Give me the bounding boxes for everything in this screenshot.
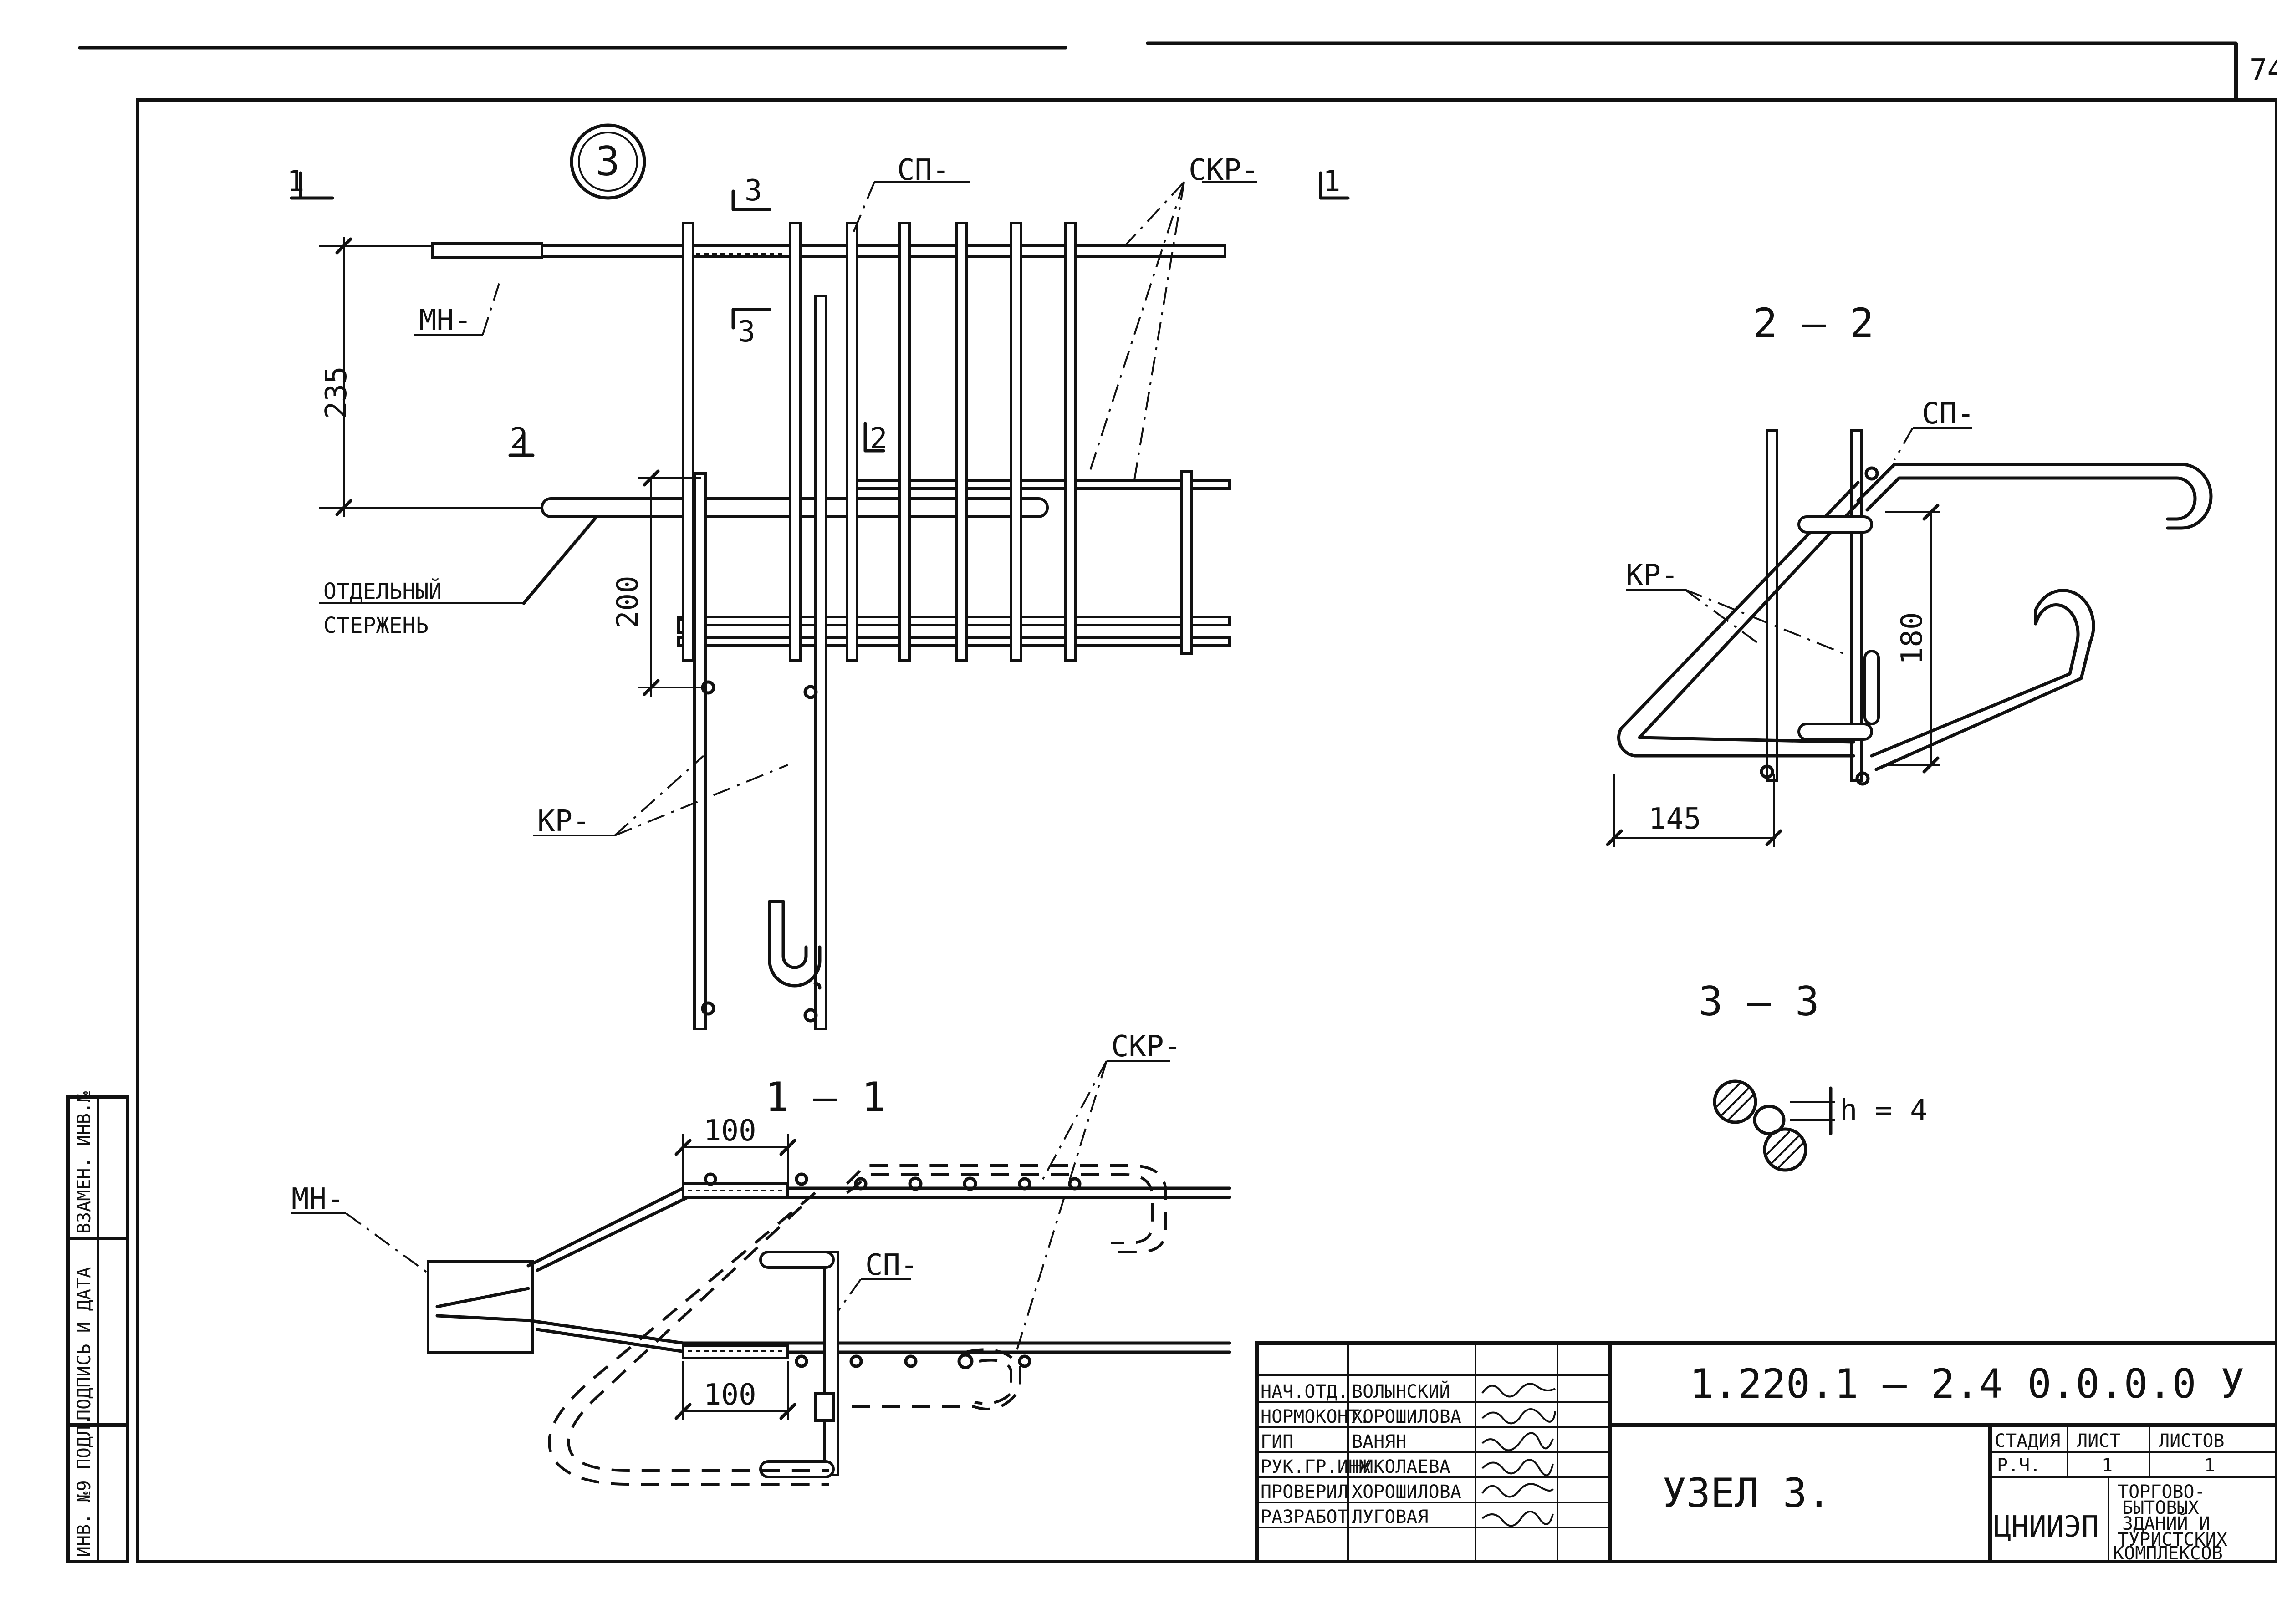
cut-3-bottom-label: 3 <box>738 315 756 349</box>
section-3-3: 3 — 3 h = 4 <box>1699 978 1928 1172</box>
staff-name-1: ВОЛЫНСКИЙ <box>1352 1380 1450 1402</box>
stamp-original-inv: ИНВ. №9 ПОДЛ. <box>74 1415 95 1557</box>
sheet-value: 1 <box>2102 1455 2113 1476</box>
node-marker-number: 3 <box>596 138 620 185</box>
section-1-1: 1 — 1 <box>291 1030 1231 1486</box>
plan-label-kr: КР- <box>537 804 590 838</box>
staff-name-3: ВАНЯН <box>1352 1431 1406 1452</box>
stage-header: СТАДИЯ <box>1995 1431 2061 1451</box>
plan-label-separate-bar-2: СТЕРЖЕНЬ <box>323 613 429 638</box>
staff-name-6: ЛУГОВАЯ <box>1352 1507 1429 1527</box>
title-block: НАЧ.ОТД. ВОЛЫНСКИЙ НОРМОКОНТ. ХОРОШИЛОВА… <box>1255 1341 2277 1564</box>
sheet-title: УЗЕЛ 3. <box>1662 1470 1831 1517</box>
staff-role-1: НАЧ.ОТД. <box>1261 1381 1348 1402</box>
staff-role-6: РАЗРАБОТ. <box>1261 1507 1359 1527</box>
staff-name-4: НИКОЛАЕВА <box>1352 1456 1450 1477</box>
plan-label-skr: СКР- <box>1189 153 1259 187</box>
staff-name-2: ХОРОШИЛОВА <box>1352 1406 1461 1427</box>
section-3-3-h-label: h = 4 <box>1840 1094 1928 1127</box>
document-code: 1.220.1 — 2.4 0.0.0.0 У <box>1690 1360 2245 1407</box>
sheets-value: 1 <box>2204 1455 2215 1476</box>
sheet-header: ЛИСТ <box>2077 1431 2120 1451</box>
cut-2-right-label: 2 <box>870 422 888 456</box>
stamp-signature-date: ПОДПИСЬ И ДАТА <box>74 1267 95 1420</box>
plan-label-sp: СП- <box>897 153 950 187</box>
organization-name: ЦНИИЭП <box>1994 1510 2099 1544</box>
node-marker-circle <box>570 123 646 200</box>
cut-3-top-label: 3 <box>745 174 762 208</box>
project-line-5: КОМПЛЕКСОВ <box>2113 1543 2223 1564</box>
section-2-2-label-kr: КР- <box>1626 559 1679 592</box>
plan-view: 3 1 1 3 3 2 2 <box>287 123 1350 1030</box>
cut-1-left-label: 1 <box>287 165 305 199</box>
sheets-header: ЛИСТОВ <box>2159 1431 2225 1451</box>
plan-label-mn: МН- <box>419 304 472 337</box>
stage-value: Р.Ч. <box>1997 1455 2041 1476</box>
sheet-number: 74 <box>2250 53 2277 87</box>
section-2-2-dim-145: 145 <box>1649 802 1701 836</box>
project-line-1: ТОРГОВО- <box>2118 1481 2206 1502</box>
staff-role-4: РУК.ГР.ИНЖ. <box>1261 1456 1381 1477</box>
section-3-3-title: 3 — 3 <box>1699 978 1819 1025</box>
signatures <box>1481 1383 1556 1527</box>
project-line-3: ЗДАНИЙ И <box>2122 1512 2210 1534</box>
project-line-2: БЫТОВЫХ <box>2122 1497 2199 1518</box>
section-1-1-label-skr: СКР- <box>1111 1030 1181 1064</box>
project-line-4: ТУРИСТСКИХ <box>2118 1529 2227 1550</box>
section-1-1-label-mn: МН- <box>291 1182 344 1216</box>
staff-role-5: ПРОВЕРИЛ <box>1261 1481 1348 1502</box>
section-1-1-title: 1 — 1 <box>765 1074 886 1120</box>
staff-role-3: ГИП <box>1261 1431 1293 1452</box>
cut-2-left-label: 2 <box>510 422 528 456</box>
top-header: 74 <box>78 41 2277 100</box>
drawing-frame <box>136 98 2277 1563</box>
side-stamp: ВЗАМЕН. ИНВ.№ ПОДПИСЬ И ДАТА ИНВ. №9 ПОД… <box>66 1091 129 1563</box>
section-2-2-title: 2 — 2 <box>1753 300 1874 346</box>
plan-label-separate-bar-1: ОТДЕЛЬНЫЙ <box>323 578 442 604</box>
cut-1-right-label: 1 <box>1323 165 1341 199</box>
dim-200: 200 <box>611 575 645 628</box>
section-2-2-dim-180: 180 <box>1895 612 1929 665</box>
staff-role-2: НОРМОКОНТ. <box>1261 1406 1370 1427</box>
section-1-1-dim-100-bottom: 100 <box>704 1378 756 1412</box>
dim-235: 235 <box>320 366 353 419</box>
section-2-2: 2 — 2 180 145 <box>1606 300 2213 847</box>
section-2-2-label-sp: СП- <box>1922 397 1975 431</box>
stamp-replaced-inv: ВЗАМЕН. ИНВ.№ <box>74 1091 95 1234</box>
staff-name-5: ХОРОШИЛОВА <box>1352 1481 1461 1502</box>
section-1-1-label-sp: СП- <box>865 1248 918 1282</box>
section-1-1-dim-100-top: 100 <box>704 1114 756 1148</box>
